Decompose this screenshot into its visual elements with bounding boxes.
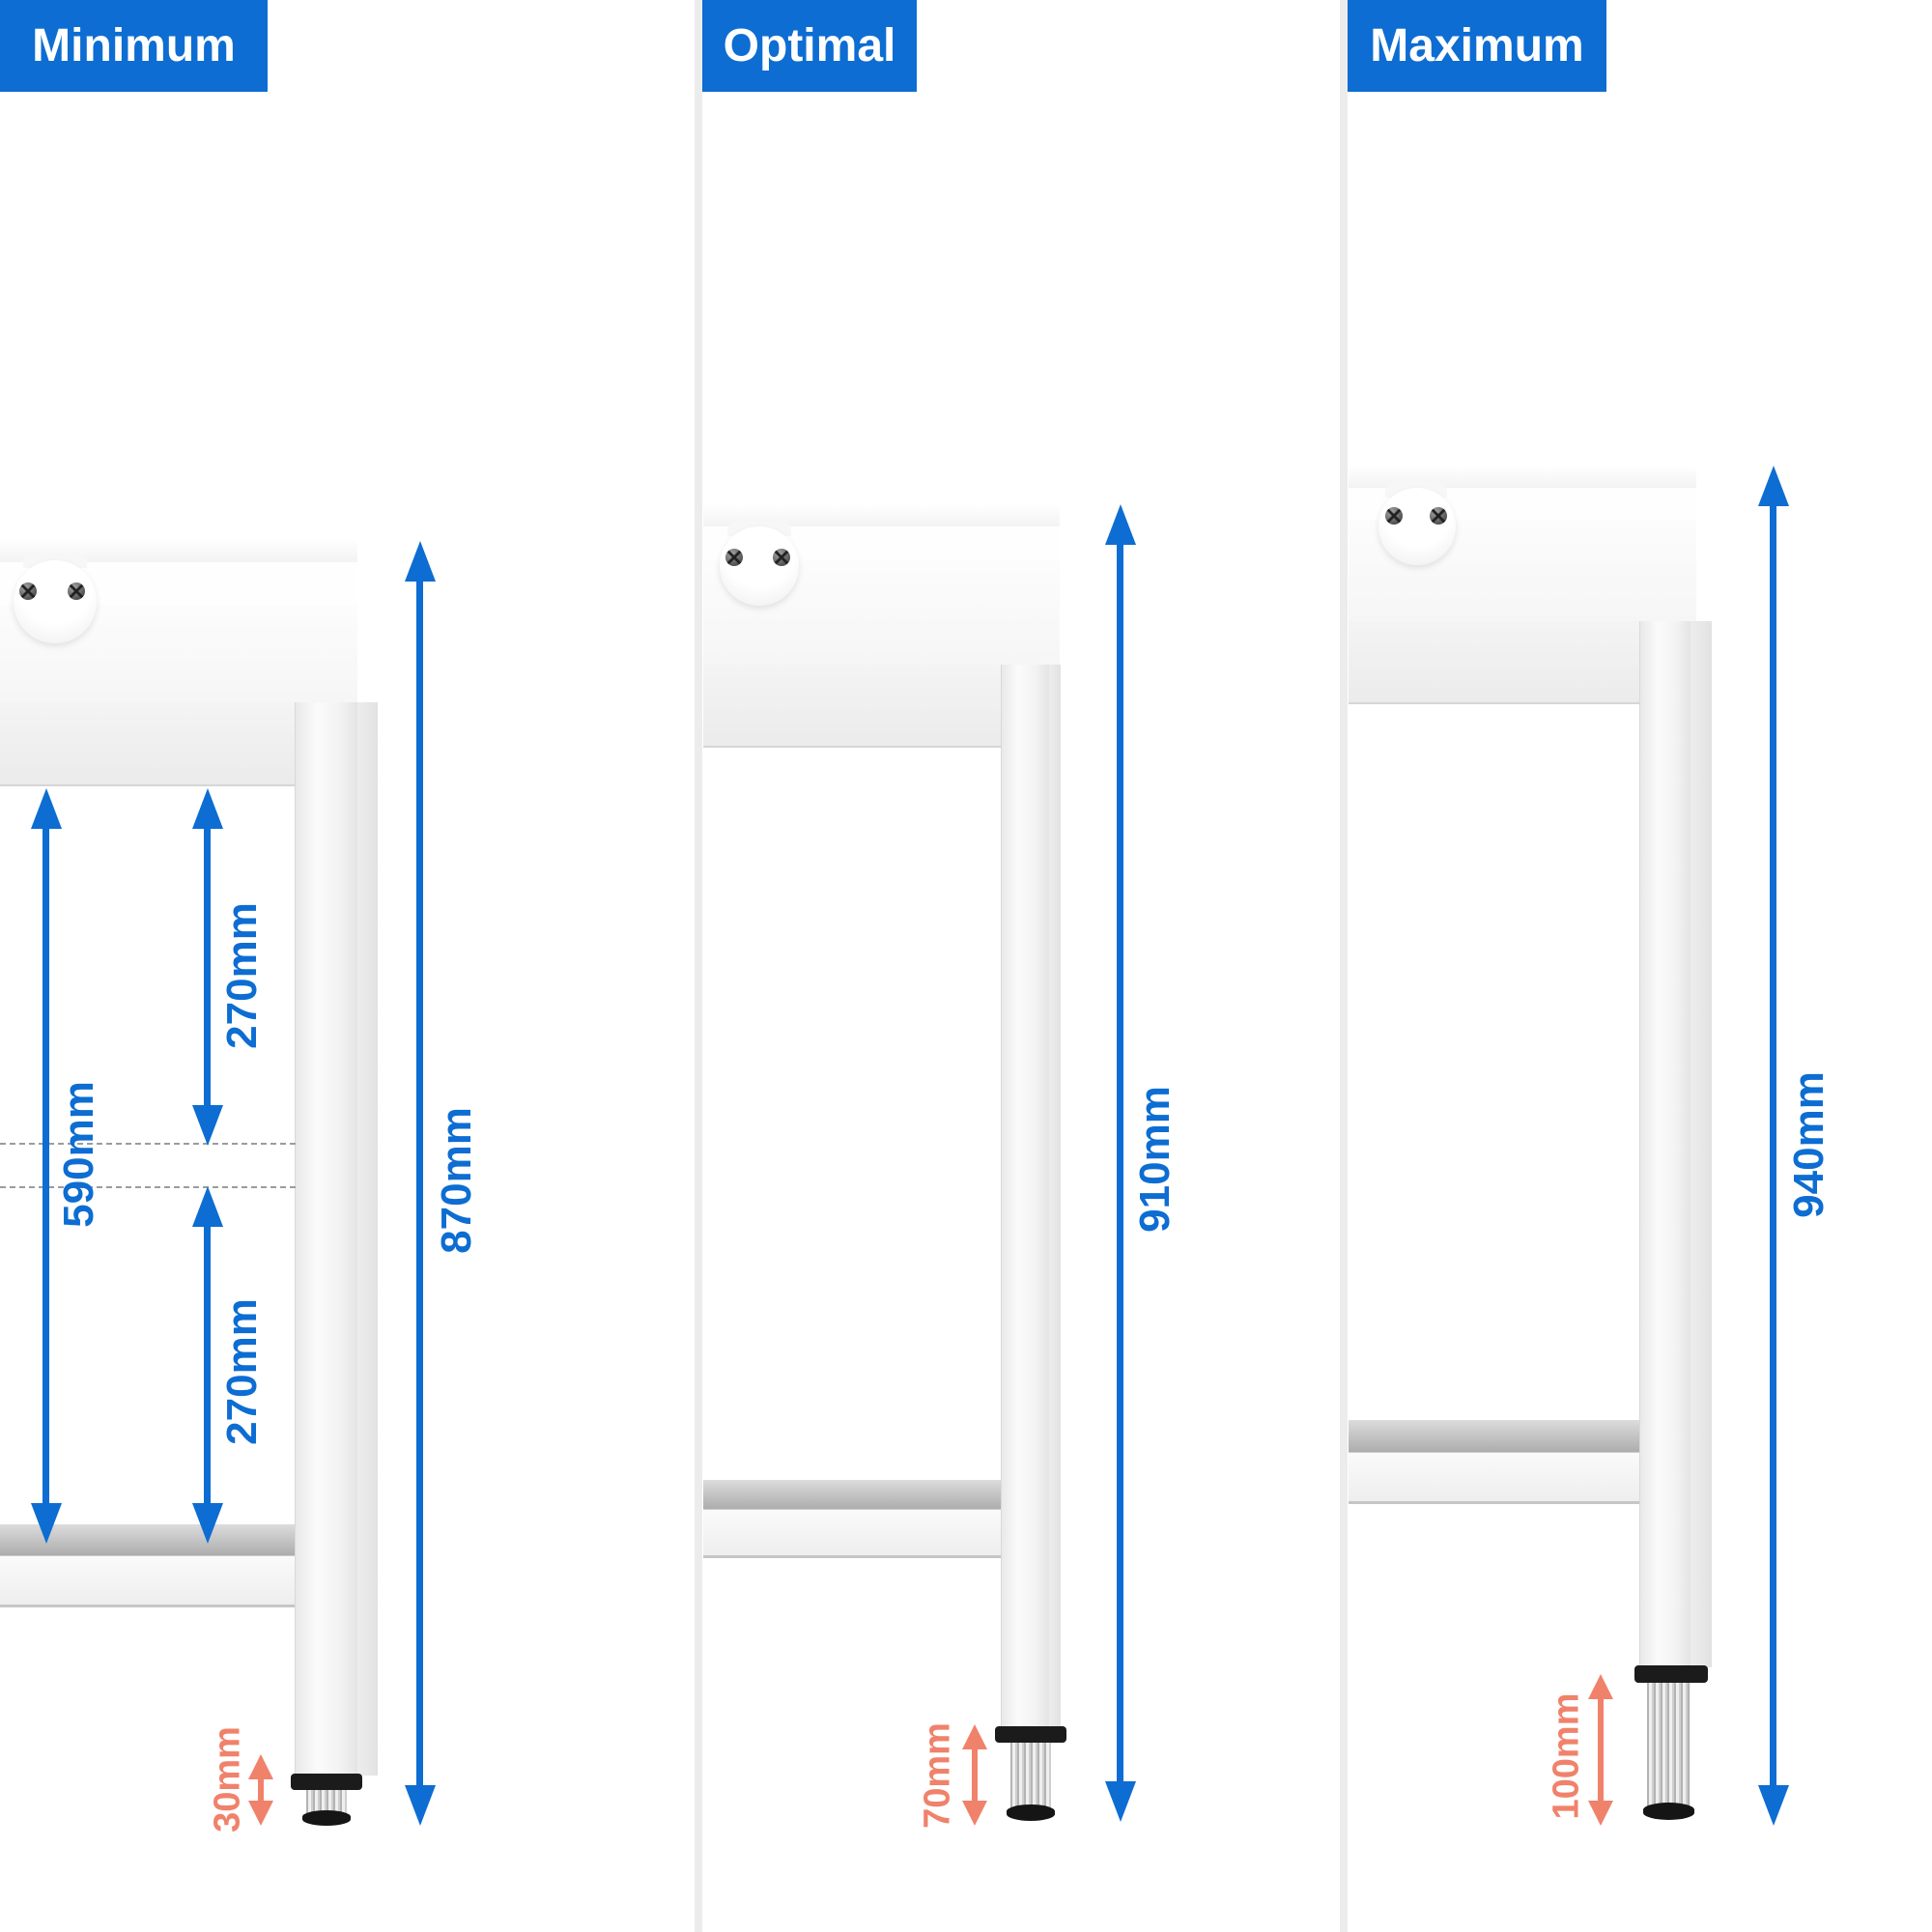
lower-shelf-surface (703, 1480, 1001, 1509)
dimension-arrow-940-head-up (1758, 466, 1789, 506)
panel-divider (1340, 0, 1348, 1932)
adjust-arrow-70-head-up (962, 1724, 987, 1749)
panel-minimum: Minimum (0, 0, 695, 1932)
dimension-arrow-270-lower-line (204, 1221, 211, 1509)
lower-shelf-rail (1349, 1452, 1639, 1504)
adjustable-foot (1010, 1743, 1051, 1810)
dim-label-590: 590mm (55, 1081, 102, 1228)
foot-collar (291, 1774, 362, 1790)
screw-icon (1430, 507, 1447, 525)
table-leg (295, 702, 358, 1776)
dimension-arrow-870-head-down (405, 1785, 436, 1826)
mount-bracket (720, 526, 799, 606)
screw-icon (725, 549, 743, 566)
adjust-label-100: 100mm (1546, 1692, 1587, 1820)
dimension-arrow-590-head-up (31, 788, 62, 829)
panel-optimal-header: Optimal (702, 0, 917, 92)
panel-maximum-header: Maximum (1348, 0, 1606, 92)
table-leg (1639, 621, 1691, 1667)
lower-shelf-rail (703, 1509, 1001, 1558)
dim-label-270-upper: 270mm (218, 902, 266, 1049)
adjust-arrow-30-line (258, 1776, 264, 1804)
adjust-arrow-100-line (1598, 1695, 1604, 1804)
mount-bracket (14, 560, 97, 643)
table-leg (1001, 665, 1050, 1726)
panel-maximum-title: Maximum (1370, 20, 1584, 71)
lower-shelf-surface (1349, 1420, 1639, 1452)
table-stretcher (703, 665, 1001, 748)
panel-maximum: Maximum 940mm 100mm (1348, 0, 1932, 1932)
screw-icon (1385, 507, 1403, 525)
dimension-arrow-270-upper-head-down (192, 1105, 223, 1146)
adjust-arrow-100-head-down (1588, 1801, 1613, 1826)
foot-collar (1634, 1665, 1708, 1683)
dimension-arrow-940-head-down (1758, 1785, 1789, 1826)
dimension-arrow-270-lower-head-down (192, 1503, 223, 1544)
dimension-arrow-270-upper-line (204, 823, 211, 1111)
dim-label-270-lower: 270mm (218, 1298, 266, 1445)
foot-base (1643, 1803, 1694, 1820)
panel-divider (695, 0, 702, 1932)
table-leg-side (1690, 621, 1712, 1667)
dimension-arrow-910-head-down (1105, 1781, 1136, 1822)
dim-label-910: 910mm (1131, 1086, 1179, 1233)
adjust-label-70: 70mm (917, 1722, 958, 1829)
mount-bracket (1378, 488, 1456, 565)
panel-minimum-title: Minimum (32, 20, 236, 71)
table-stretcher (1349, 621, 1639, 704)
screw-icon (68, 582, 85, 600)
adjust-arrow-70-line (972, 1746, 978, 1804)
dimension-arrow-910-head-up (1105, 504, 1136, 545)
dashed-position-line (0, 1143, 296, 1145)
dimension-arrow-870-head-up (405, 541, 436, 582)
dimension-arrow-870-line (416, 576, 423, 1791)
dimension-arrow-910-line (1117, 539, 1123, 1787)
table-leg-side (357, 702, 378, 1776)
dim-label-940: 940mm (1785, 1071, 1833, 1218)
dimension-arrow-940-line (1770, 500, 1776, 1791)
dimension-arrow-590-line (43, 823, 49, 1509)
panel-optimal-title: Optimal (723, 20, 896, 71)
dimension-arrow-590-head-down (31, 1503, 62, 1544)
adjust-arrow-30-head-down (248, 1801, 273, 1826)
adjust-arrow-70-head-down (962, 1801, 987, 1826)
panel-optimal: Optimal 910mm 70mm (702, 0, 1340, 1932)
table-stretcher (0, 702, 295, 786)
foot-base (1007, 1804, 1055, 1821)
dimension-arrow-270-upper-head-up (192, 788, 223, 829)
table-leg-side (1049, 665, 1061, 1726)
lower-shelf-rail (0, 1555, 295, 1607)
adjust-arrow-100-head-up (1588, 1674, 1613, 1699)
foot-base (302, 1810, 351, 1826)
screw-icon (19, 582, 37, 600)
adjust-label-30: 30mm (207, 1726, 248, 1833)
foot-collar (995, 1726, 1066, 1743)
dashed-position-line (0, 1186, 296, 1188)
dimension-arrow-270-lower-head-up (192, 1186, 223, 1227)
adjustable-foot (1647, 1683, 1690, 1808)
screw-icon (773, 549, 790, 566)
adjust-arrow-30-head-up (248, 1754, 273, 1779)
panel-minimum-header: Minimum (0, 0, 268, 92)
dim-label-870: 870mm (433, 1107, 480, 1254)
